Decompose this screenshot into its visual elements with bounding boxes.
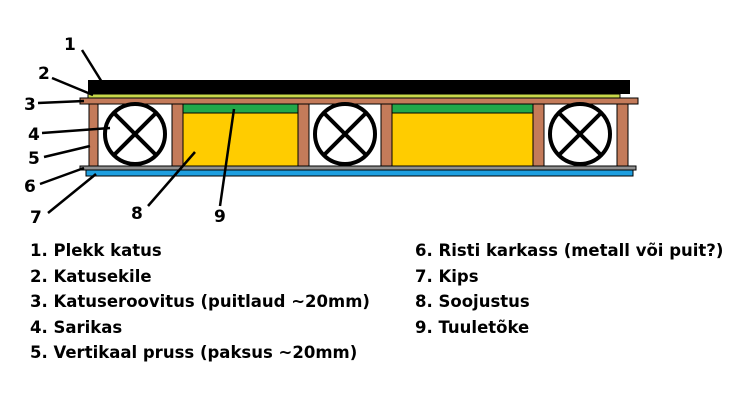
legend-item-wind-barrier: 9. Tuuletõke <box>415 317 530 337</box>
legend-item-cross-frame: 6. Risti karkass (metall või puit?) <box>415 241 724 260</box>
legend-item-insulation: 8. Soojustus <box>415 292 530 311</box>
layer-drywall <box>85 169 634 177</box>
callout-number-2: 2 <box>38 64 50 84</box>
callout-number-7: 7 <box>30 208 42 228</box>
leader-line-1 <box>80 49 107 88</box>
callout-number-5: 5 <box>28 149 40 169</box>
vertical-batten <box>616 103 629 167</box>
legend-left-column: 1. Plekk katus 2. Katusekile 3. Katusero… <box>30 238 370 366</box>
callout-number-9: 9 <box>214 207 226 227</box>
layer-roofing-membrane <box>87 93 621 99</box>
layer-metal-roof <box>88 80 630 94</box>
insulation-bay <box>391 103 534 167</box>
legend-item-roof-sheathing: 3. Katuseroovitus (puitlaud ~20mm) <box>30 292 370 311</box>
legend-right-column: 6. Risti karkass (metall või puit?) 7. K… <box>415 238 723 340</box>
leader-lines <box>37 49 236 214</box>
leader-line-9 <box>218 108 236 207</box>
rafter-symbol <box>103 102 167 166</box>
insulation-bay <box>182 103 299 167</box>
legend-item-metal-roof: 1. Plekk katus <box>30 241 162 260</box>
leader-line-6 <box>39 166 85 186</box>
legend-item-roofing-membrane: 2. Katusekile <box>30 266 152 286</box>
callout-number-4: 4 <box>28 125 40 145</box>
roof-cross-section-diagram: 1 2 3 4 5 6 7 8 9 <box>24 35 639 228</box>
callout-number-1: 1 <box>64 35 76 55</box>
rafter-symbol <box>548 102 612 166</box>
leader-line-5 <box>43 144 91 159</box>
leader-line-2 <box>51 76 94 97</box>
vertical-batten <box>532 103 545 167</box>
leader-line-8 <box>147 151 196 207</box>
vertical-batten <box>380 103 393 167</box>
callout-number-6: 6 <box>24 177 36 197</box>
wind-barrier-strip <box>182 103 299 114</box>
legend-item-rafter: 4. Sarikas <box>30 317 123 337</box>
wind-barrier-strip <box>391 103 534 114</box>
callout-number-3: 3 <box>24 95 36 115</box>
layer-roof-sheathing <box>79 97 639 105</box>
leader-line-4 <box>41 126 111 135</box>
callout-number-8: 8 <box>131 204 143 224</box>
layer-cross-frame <box>79 165 637 171</box>
leader-line-7 <box>47 173 97 214</box>
vertical-batten <box>88 103 99 167</box>
leader-line-3 <box>37 99 85 105</box>
legend-item-drywall: 7. Kips <box>415 266 479 286</box>
rafter-symbol <box>313 102 377 166</box>
legend-item-vertical-batten: 5. Vertikaal pruss (paksus ~20mm) <box>30 343 358 362</box>
vertical-batten <box>297 103 310 167</box>
vertical-batten <box>171 103 184 167</box>
